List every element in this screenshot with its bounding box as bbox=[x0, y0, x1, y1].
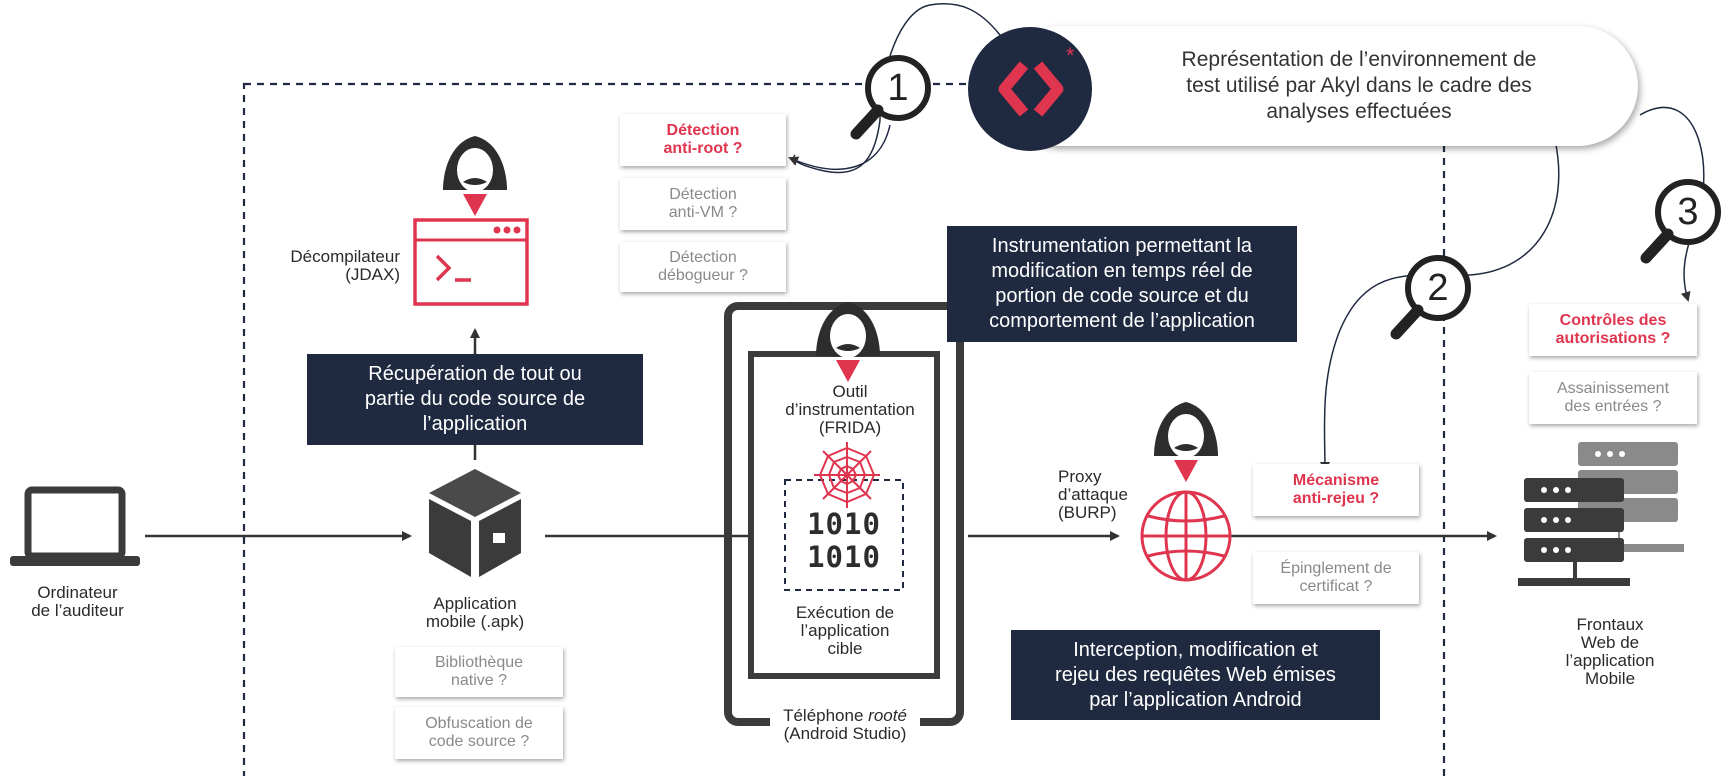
terminal-window-icon bbox=[413, 218, 529, 306]
server-stack-glyph bbox=[1518, 442, 1684, 586]
step-3-magnifier-icon: 3 bbox=[1636, 174, 1726, 284]
question-anti-root: Détection anti-root ? bbox=[620, 114, 786, 166]
spider-web-icon bbox=[812, 440, 882, 510]
question-sanitize: Assainissement des entrées ? bbox=[1529, 372, 1697, 424]
spider-web-glyph bbox=[814, 442, 880, 508]
phone-label-italic: rooté bbox=[868, 706, 907, 725]
magnifier-icon bbox=[1640, 179, 1721, 264]
leader-step2 bbox=[1319, 139, 1560, 472]
svg-text:*: * bbox=[1066, 43, 1075, 68]
laptop-label: Ordinateur de l’auditeur bbox=[31, 583, 124, 620]
step-2-magnifier-icon: 2 bbox=[1386, 250, 1476, 360]
target-app-box bbox=[784, 479, 904, 591]
question-obfuscation: Obfuscation de code source ? bbox=[395, 707, 563, 759]
hacker-glyph bbox=[816, 302, 880, 382]
hacker-icon bbox=[810, 296, 886, 384]
hacker-glyph bbox=[1154, 402, 1218, 482]
leader-step1-to-antiroot bbox=[788, 124, 891, 170]
recovery-description: Récupération de tout ou partie du code s… bbox=[307, 354, 643, 445]
apk-label: Application mobile (.apk) bbox=[425, 594, 525, 631]
step-3-number: 3 bbox=[1677, 191, 1699, 233]
hacker-icon bbox=[437, 130, 513, 218]
question-authz: Contrôles des autorisations ? bbox=[1529, 304, 1697, 356]
magnifier-icon bbox=[850, 55, 931, 140]
hacker-icon bbox=[1148, 396, 1224, 484]
code-brackets-logo-icon: * bbox=[968, 27, 1092, 151]
hacker-glyph bbox=[443, 136, 507, 216]
phone-label-prefix: Téléphone bbox=[783, 706, 869, 725]
question-debugger: Détection débogueur ? bbox=[620, 242, 786, 292]
question-anti-replay: Mécanisme anti-rejeu ? bbox=[1253, 464, 1419, 516]
environment-boundary bbox=[242, 82, 1446, 776]
callout-text: Représentation de l’environnement de tes… bbox=[1181, 48, 1537, 123]
step-1-number: 1 bbox=[887, 67, 909, 109]
phone-label-suffix: (Android Studio) bbox=[783, 724, 907, 743]
phone-label: Téléphone rooté (Android Studio) bbox=[750, 707, 940, 743]
package-icon bbox=[425, 465, 525, 581]
server-stack-icon bbox=[1518, 440, 1688, 596]
exec-label: Exécution de l’application cible bbox=[795, 603, 895, 658]
globe-icon bbox=[1138, 488, 1234, 584]
proxy-label: Proxy d’attaque (BURP) bbox=[1058, 467, 1128, 522]
step-1-magnifier-icon: 1 bbox=[846, 50, 936, 160]
question-pinning: Épinglement de certificat ? bbox=[1253, 552, 1419, 604]
frida-label: Outil d’instrumentation (FRIDA) bbox=[785, 382, 915, 437]
question-native-lib: Bibliothèque native ? bbox=[395, 647, 563, 697]
terminal-glyph bbox=[413, 218, 529, 306]
environment-callout: Représentation de l’environnement de tes… bbox=[1000, 26, 1638, 146]
laptop-icon bbox=[10, 486, 140, 576]
phone-inner-frame bbox=[748, 351, 940, 679]
frontend-label: Frontaux Web de l’application Mobile bbox=[1565, 615, 1655, 688]
phone-label-gap bbox=[770, 712, 920, 728]
decompiler-label: Décompilateur (JDAX) bbox=[290, 247, 400, 284]
logo-glyph: * bbox=[998, 43, 1075, 117]
laptop-glyph bbox=[10, 486, 140, 566]
globe-glyph bbox=[1140, 490, 1232, 582]
magnifier-icon bbox=[1390, 255, 1471, 340]
interception-description: Interception, modification et rejeu des … bbox=[1011, 630, 1380, 720]
step-2-number: 2 bbox=[1427, 267, 1449, 309]
binary-code: 1010 1010 bbox=[807, 507, 881, 574]
instrumentation-description: Instrumentation permettant la modificati… bbox=[947, 226, 1297, 342]
question-anti-vm: Détection anti-VM ? bbox=[620, 178, 786, 230]
package-glyph bbox=[429, 469, 521, 577]
